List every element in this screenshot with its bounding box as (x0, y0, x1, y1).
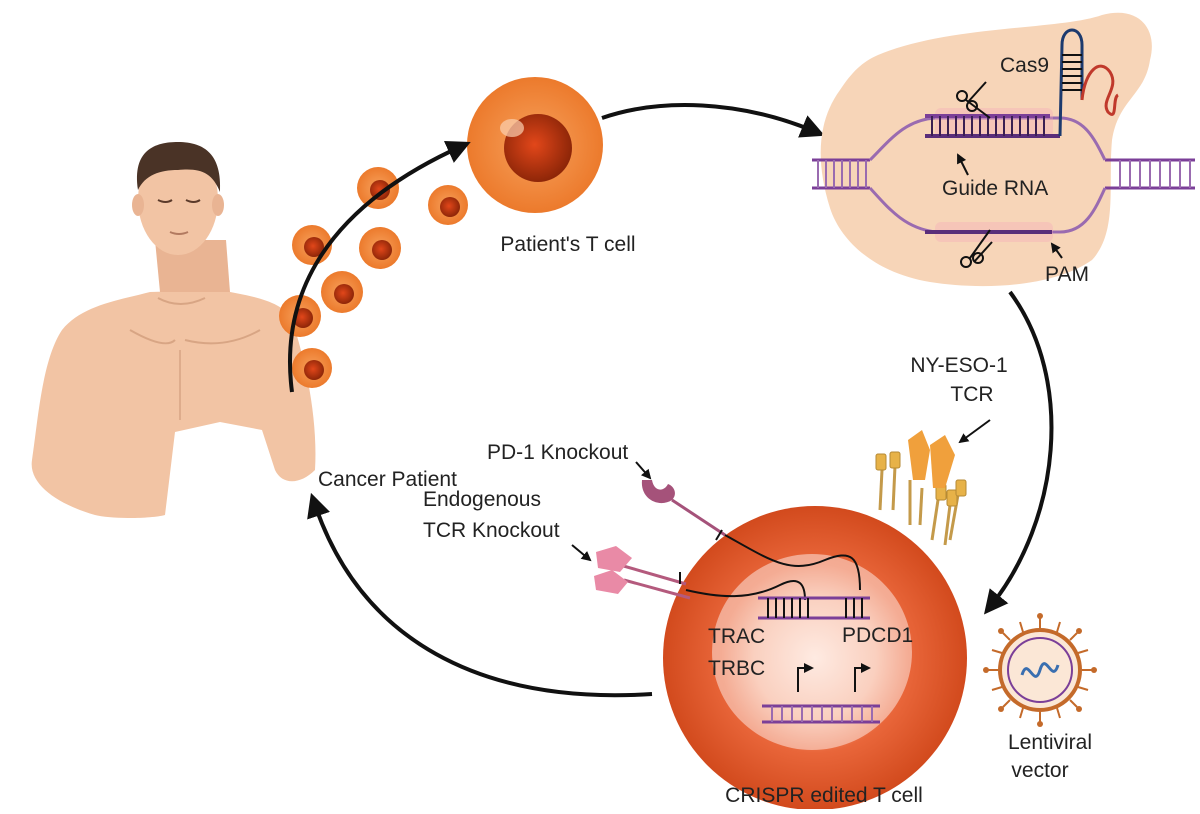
arrow-crispr-to-edited (983, 290, 1054, 615)
scissors-icon (960, 229, 993, 268)
small-t-cell (279, 295, 321, 337)
dna-strand (812, 158, 1195, 190)
cancer-patient-label: Cancer Patient (318, 468, 457, 491)
tcr-knockout-label: TCR Knockout (423, 519, 560, 542)
small-t-cell (359, 227, 401, 269)
arrow-edited-to-patient (307, 492, 653, 698)
patient-figure (31, 142, 316, 518)
pdcd1-gene-label: PDCD1 (842, 624, 913, 647)
arrow-cell-to-crispr (601, 103, 825, 138)
cycle-arrows (287, 103, 1054, 698)
small-t-cell (357, 167, 399, 209)
crispr-cas9-panel (812, 12, 1195, 287)
small-t-cell (428, 185, 468, 225)
patient-t-cell-label: Patient's T cell (500, 233, 635, 256)
pd1-receptor (641, 480, 726, 541)
arrow-blood-to-cell (287, 140, 471, 393)
small-t-cell (321, 271, 363, 313)
lentiviral-vector-icon (983, 613, 1097, 727)
ny-eso-1-label: NY-ESO-1 (910, 354, 1007, 377)
endogenous-label: Endogenous (423, 488, 541, 511)
ny-eso-1-tcr-label: TCR (950, 383, 993, 406)
patient-t-cell (467, 77, 603, 213)
crispr-edited-t-cell (571, 419, 991, 810)
ny-eso-1-tcr (908, 430, 955, 488)
nuclear-dna (758, 596, 880, 724)
pam-label: PAM (1045, 263, 1089, 286)
endogenous-tcr (594, 546, 691, 600)
blood-t-cells (279, 167, 468, 388)
pd1-knockout-label: PD-1 Knockout (487, 441, 628, 464)
lentiviral-label: Lentiviral (1008, 731, 1092, 754)
promoter-arrow-icon (797, 663, 871, 692)
trbc-gene-label: TRBC (708, 657, 765, 680)
small-t-cell (292, 348, 332, 388)
trac-gene-label: TRAC (708, 625, 765, 648)
guide-rna-label: Guide RNA (942, 177, 1048, 200)
scissors-icon (956, 81, 991, 119)
vector-label: vector (1011, 759, 1068, 782)
cas9-label: Cas9 (1000, 54, 1049, 77)
crispr-edited-cell-label: CRISPR edited T cell (725, 784, 923, 807)
